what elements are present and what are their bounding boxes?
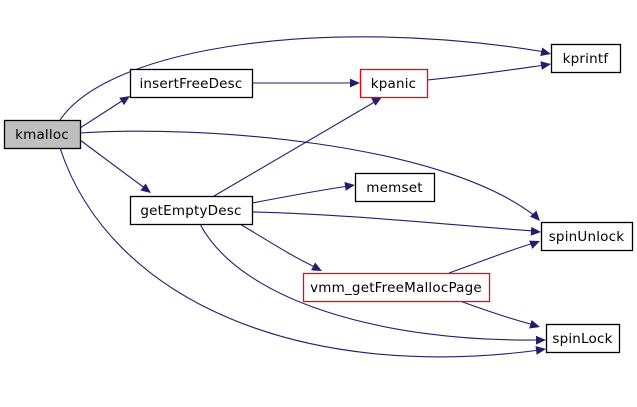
node-box-kpanic[interactable] bbox=[359, 68, 429, 99]
node-label-spinLock: spinLock bbox=[552, 331, 612, 347]
edge-vmm_getFreeMallocPage-to-spinLock bbox=[459, 300, 540, 329]
edge-kmalloc-to-getEmptyDesc bbox=[79, 139, 151, 193]
node-getEmptyDesc[interactable]: getEmptyDesc bbox=[129, 195, 254, 226]
arrow-head-icon bbox=[140, 183, 151, 193]
arrow-head-icon bbox=[535, 335, 546, 345]
node-box-kmalloc[interactable] bbox=[3, 119, 82, 150]
edge-kmalloc-to-insertFreeDesc bbox=[79, 96, 130, 129]
edge-kmalloc-to-spinLock bbox=[59, 147, 546, 358]
node-insertFreeDesc[interactable]: insertFreeDesc bbox=[129, 68, 254, 99]
node-box-insertFreeDesc[interactable] bbox=[129, 68, 254, 99]
edge-kmalloc-to-kprintf bbox=[59, 36, 551, 121]
node-box-kprintf[interactable] bbox=[550, 43, 622, 74]
arrow-head-icon bbox=[350, 78, 360, 88]
node-vmm_getFreeMallocPage[interactable]: vmm_getFreeMallocPage bbox=[302, 272, 491, 303]
node-label-insertFreeDesc: insertFreeDesc bbox=[139, 76, 242, 92]
edge-getEmptyDesc-to-memset bbox=[251, 182, 355, 204]
edge-insertFreeDesc-to-kpanic bbox=[252, 78, 360, 88]
node-label-vmm_getFreeMallocPage: vmm_getFreeMallocPage bbox=[310, 280, 482, 296]
arrow-head-icon bbox=[311, 262, 322, 271]
edge-getEmptyDesc-to-kpanic bbox=[213, 97, 382, 197]
arrow-head-icon bbox=[529, 210, 540, 221]
node-label-getEmptyDesc: getEmptyDesc bbox=[140, 203, 241, 219]
node-box-memset[interactable] bbox=[354, 172, 436, 203]
edge-vmm_getFreeMallocPage-to-spinUnlock bbox=[448, 240, 540, 274]
node-label-spinUnlock: spinUnlock bbox=[549, 229, 625, 245]
node-kprintf[interactable]: kprintf bbox=[550, 43, 622, 74]
node-box-spinUnlock[interactable] bbox=[540, 221, 634, 252]
node-box-vmm_getFreeMallocPage[interactable] bbox=[302, 272, 491, 303]
node-spinUnlock[interactable]: spinUnlock bbox=[540, 221, 634, 252]
arrow-head-icon bbox=[535, 346, 546, 355]
edges-layer bbox=[59, 36, 551, 358]
edge-getEmptyDesc-to-vmm_getFreeMallocPage bbox=[239, 223, 322, 271]
edge-kpanic-to-kprintf bbox=[426, 61, 551, 81]
edge-kmalloc-to-spinUnlock bbox=[79, 130, 540, 221]
node-kpanic[interactable]: kpanic bbox=[359, 68, 429, 99]
edge-getEmptyDesc-to-spinUnlock bbox=[251, 211, 541, 236]
arrow-head-icon bbox=[530, 226, 541, 236]
arrow-head-icon bbox=[540, 61, 551, 70]
node-memset[interactable]: memset bbox=[354, 172, 436, 203]
arrow-head-icon bbox=[344, 182, 355, 191]
node-label-kpanic: kpanic bbox=[371, 76, 417, 92]
nodes-layer: kmalloc insertFreeDesc kpanic kprintf getEmp… bbox=[3, 43, 634, 354]
node-box-spinLock[interactable] bbox=[545, 323, 621, 354]
arrow-head-icon bbox=[529, 240, 540, 249]
arrow-head-icon bbox=[119, 96, 130, 106]
node-label-kprintf: kprintf bbox=[563, 51, 610, 67]
arrow-head-icon bbox=[529, 320, 540, 329]
edge-getEmptyDesc-to-spinLock bbox=[199, 223, 546, 345]
node-spinLock[interactable]: spinLock bbox=[545, 323, 621, 354]
node-label-kmalloc: kmalloc bbox=[15, 127, 69, 143]
arrow-head-icon bbox=[371, 97, 382, 106]
node-kmalloc[interactable]: kmalloc bbox=[3, 119, 82, 150]
node-box-getEmptyDesc[interactable] bbox=[129, 195, 254, 226]
node-label-memset: memset bbox=[366, 180, 422, 196]
arrow-head-icon bbox=[540, 47, 551, 57]
